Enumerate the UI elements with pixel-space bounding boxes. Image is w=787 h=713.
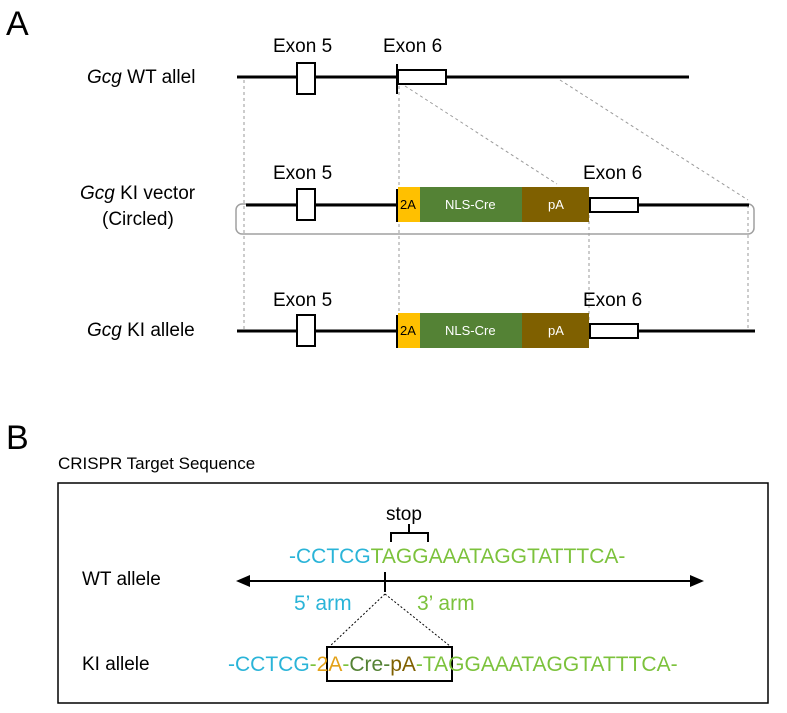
ki-vector-exon6-label: Exon 6 <box>583 163 642 184</box>
arm-double-arrow <box>236 572 704 592</box>
wt-exon5-box <box>296 62 316 95</box>
wt-seq-right: TAGGAAATAGGTATTTCA- <box>371 545 626 568</box>
ki-allele-exon6-label: Exon 6 <box>583 290 642 311</box>
ki-2a: 2A <box>317 653 343 676</box>
arm3-label: 3’ arm <box>417 592 475 615</box>
ki-vector-name: Gcg KI vector <box>80 183 196 204</box>
arm5-label: 5’ arm <box>294 592 352 615</box>
guide-right-diag <box>559 79 749 201</box>
ki-vector-exon5-box <box>296 188 316 221</box>
wt-exon6-box <box>397 69 447 85</box>
ki-allele-pa-label: pA <box>548 323 564 338</box>
ki-seq-right: TAGGAAATAGGTATTTCA- <box>423 653 678 676</box>
ki-vector-pa-label: pA <box>548 197 564 212</box>
stop-bracket <box>390 524 429 542</box>
wt-seq-left: -CCTCG <box>289 545 371 568</box>
wt-exon5-label: Exon 5 <box>273 36 332 57</box>
wt-allel-name: Gcg WT allel <box>87 67 195 88</box>
ki-allele-pa-box <box>522 313 589 348</box>
arrowhead-right <box>690 575 704 587</box>
ki-allele-2a-label: 2A <box>400 323 416 338</box>
ki-allele-row: Gcg KI allele 2A NLS-Cre pA Exon 5 Exon … <box>87 290 755 348</box>
sequence-panel-box <box>57 482 769 704</box>
ki-allele-exon6-box <box>589 323 639 339</box>
expand-line-right <box>384 593 451 647</box>
wt-exon6-label: Exon 6 <box>383 36 442 57</box>
ki-vector-2a-box <box>398 187 420 222</box>
ki-vector-2a-label: 2A <box>400 197 416 212</box>
ki-allele-name: Gcg KI allele <box>87 320 195 341</box>
ki-vector-exon6-box <box>589 197 639 213</box>
ki-seq-left: -CCTCG <box>228 653 310 676</box>
ki-allele-label: KI allele <box>82 654 150 675</box>
crispr-title: CRISPR Target Sequence <box>58 454 255 473</box>
wt-allel-row: Gcg WT allel Exon 5 Exon 6 <box>87 36 689 95</box>
arrowhead-left <box>236 575 250 587</box>
ki-allele-nlscre-label: NLS-Cre <box>445 323 496 338</box>
ki-cre: Cre <box>349 653 383 676</box>
ki-vector-nlscre-box <box>420 187 522 222</box>
ki-vector-pa-box <box>522 187 589 222</box>
stop-label: stop <box>386 504 422 525</box>
ki-vector-exon5-label: Exon 5 <box>273 163 332 184</box>
panel-a-letter: A <box>6 5 29 43</box>
ki-dash1: - <box>310 653 317 676</box>
ki-dash4: - <box>416 653 423 676</box>
ki-sequence: -CCTCG-2A-Cre-pA-TAGGAAATAGGTATTTCA- <box>228 653 678 676</box>
ki-vector-row: Gcg KI vector (Circled) 2A NLS-Cre pA Ex… <box>80 163 755 235</box>
ki-vector-circled: (Circled) <box>102 209 174 230</box>
alignment-guides <box>243 79 749 330</box>
ki-dash3: - <box>383 653 390 676</box>
panel-b-letter: B <box>6 419 29 457</box>
guide-exon6-diag <box>404 85 558 185</box>
wt-sequence: -CCTCGTAGGAAATAGGTATTTCA- <box>289 545 625 568</box>
ki-allele-exon5-box <box>296 314 316 347</box>
wt-allele-label: WT allele <box>82 569 161 590</box>
ki-vector-nlscre-label: NLS-Cre <box>445 197 496 212</box>
expand-line-left <box>329 593 386 647</box>
ki-allele-nlscre-box <box>420 313 522 348</box>
ki-pa: pA <box>390 653 416 676</box>
insert-box <box>326 646 453 682</box>
ki-allele-2a-box <box>398 313 420 348</box>
ki-dash2: - <box>342 653 349 676</box>
ki-allele-exon5-label: Exon 5 <box>273 290 332 311</box>
